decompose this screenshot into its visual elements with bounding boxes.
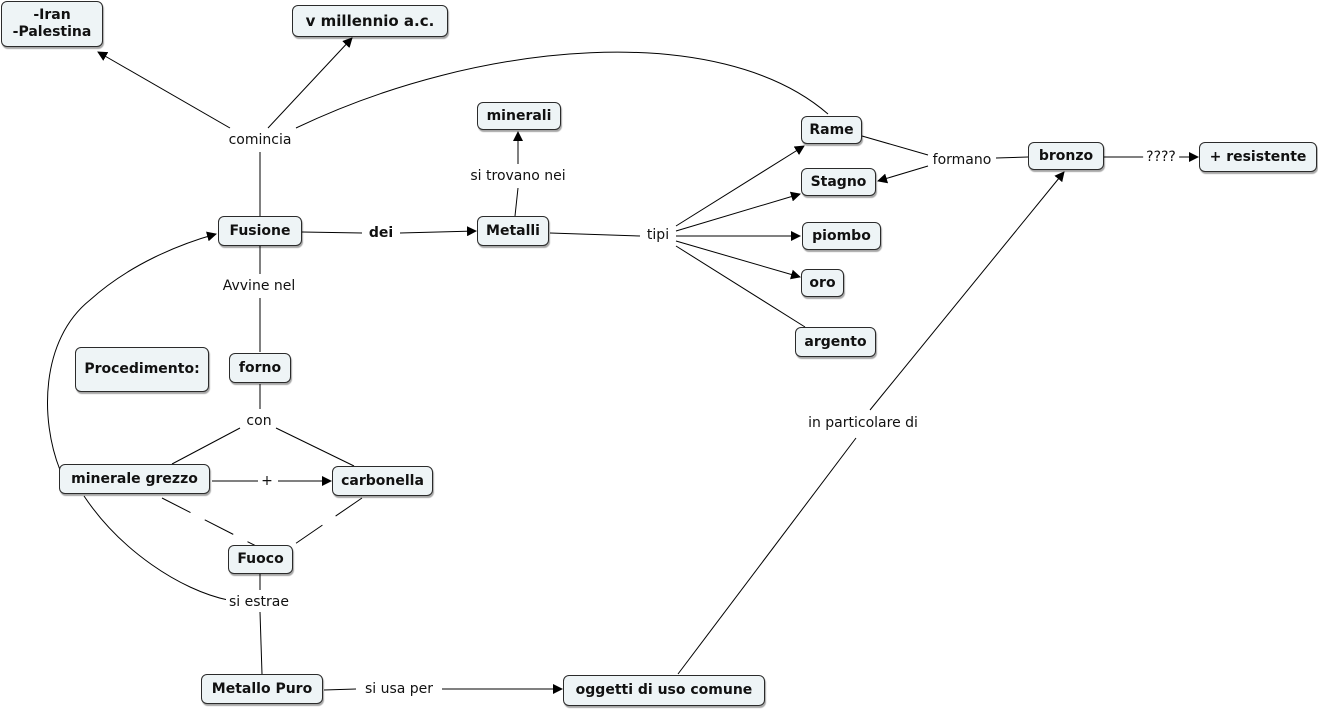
node-piombo[interactable]: piombo: [802, 222, 881, 250]
node-argento[interactable]: argento: [795, 327, 876, 357]
link-metalli-tipi: [549, 232, 641, 237]
link-siestrae-metallopuro: [259, 611, 263, 675]
label-avvine-nel: Avvine nel: [219, 277, 299, 295]
label-qqqq: ????: [1143, 148, 1179, 166]
link-minerale-fuoco: [161, 497, 257, 547]
link-formano-stagno: [877, 165, 929, 184]
link-minerale-fusione: [47, 231, 217, 471]
node-rame[interactable]: Rame: [801, 116, 862, 144]
label-tipi: tipi: [643, 226, 673, 244]
node-fusione[interactable]: Fusione: [218, 216, 302, 246]
label-si-trovano-nei: si trovano nei: [467, 167, 569, 185]
link-fusione-dei: [301, 231, 363, 234]
label-si-usa-per: si usa per: [361, 680, 437, 698]
label-in-particolare-di: in particolare di: [805, 414, 921, 432]
link-dei-metalli: [399, 226, 477, 237]
node-minerali[interactable]: minerali: [477, 102, 561, 130]
node-piu-resistente[interactable]: + resistente: [1199, 142, 1317, 172]
link-metalli-sitrovano: [514, 187, 519, 217]
node-iran-palestina[interactable]: -Iran -Palestina: [1, 1, 103, 47]
label-dei: dei: [365, 224, 397, 242]
link-comincia-iran: [97, 51, 231, 129]
label-plus: +: [258, 472, 276, 490]
link-minerale-siestrae: [83, 495, 229, 601]
link-comincia-millennio: [267, 37, 353, 129]
node-carbonella[interactable]: carbonella: [332, 466, 433, 496]
link-tipi-stagno: [675, 191, 801, 232]
link-tipi-oro: [675, 240, 801, 280]
node-metalli[interactable]: Metalli: [477, 216, 549, 246]
label-si-estrae: si estrae: [226, 593, 292, 611]
link-carbonella-fuoco: [291, 497, 363, 547]
node-minerale-grezzo[interactable]: minerale grezzo: [59, 464, 210, 494]
label-formano: formano: [929, 151, 995, 169]
node-oro[interactable]: oro: [801, 269, 844, 297]
link-con-minerale: [171, 427, 241, 465]
link-metallopuro-siusa: [323, 688, 357, 691]
node-oggetti-uso-comune[interactable]: oggetti di uso comune: [563, 675, 765, 706]
link-con-carbonella: [275, 427, 355, 467]
node-v-millennio[interactable]: v millennio a.c.: [292, 5, 448, 37]
link-inparticolare-bronzo: [869, 171, 1065, 411]
label-comincia: comincia: [225, 131, 295, 149]
link-comincia-rame: [295, 51, 829, 129]
node-forno[interactable]: forno: [229, 353, 291, 383]
label-con: con: [243, 412, 275, 430]
node-procedimento[interactable]: Procedimento:: [75, 347, 209, 392]
link-tipi-rame: [675, 145, 805, 227]
node-metallo-puro[interactable]: Metallo Puro: [201, 674, 323, 704]
node-fuoco[interactable]: Fuoco: [228, 545, 293, 574]
node-bronzo[interactable]: bronzo: [1028, 142, 1104, 170]
node-stagno[interactable]: Stagno: [801, 168, 876, 196]
link-formano-bronzo: [995, 156, 1029, 159]
link-oggetti-inparticolare: [677, 437, 857, 675]
link-rame-formano: [861, 135, 929, 156]
link-tipi-argento: [675, 245, 806, 328]
